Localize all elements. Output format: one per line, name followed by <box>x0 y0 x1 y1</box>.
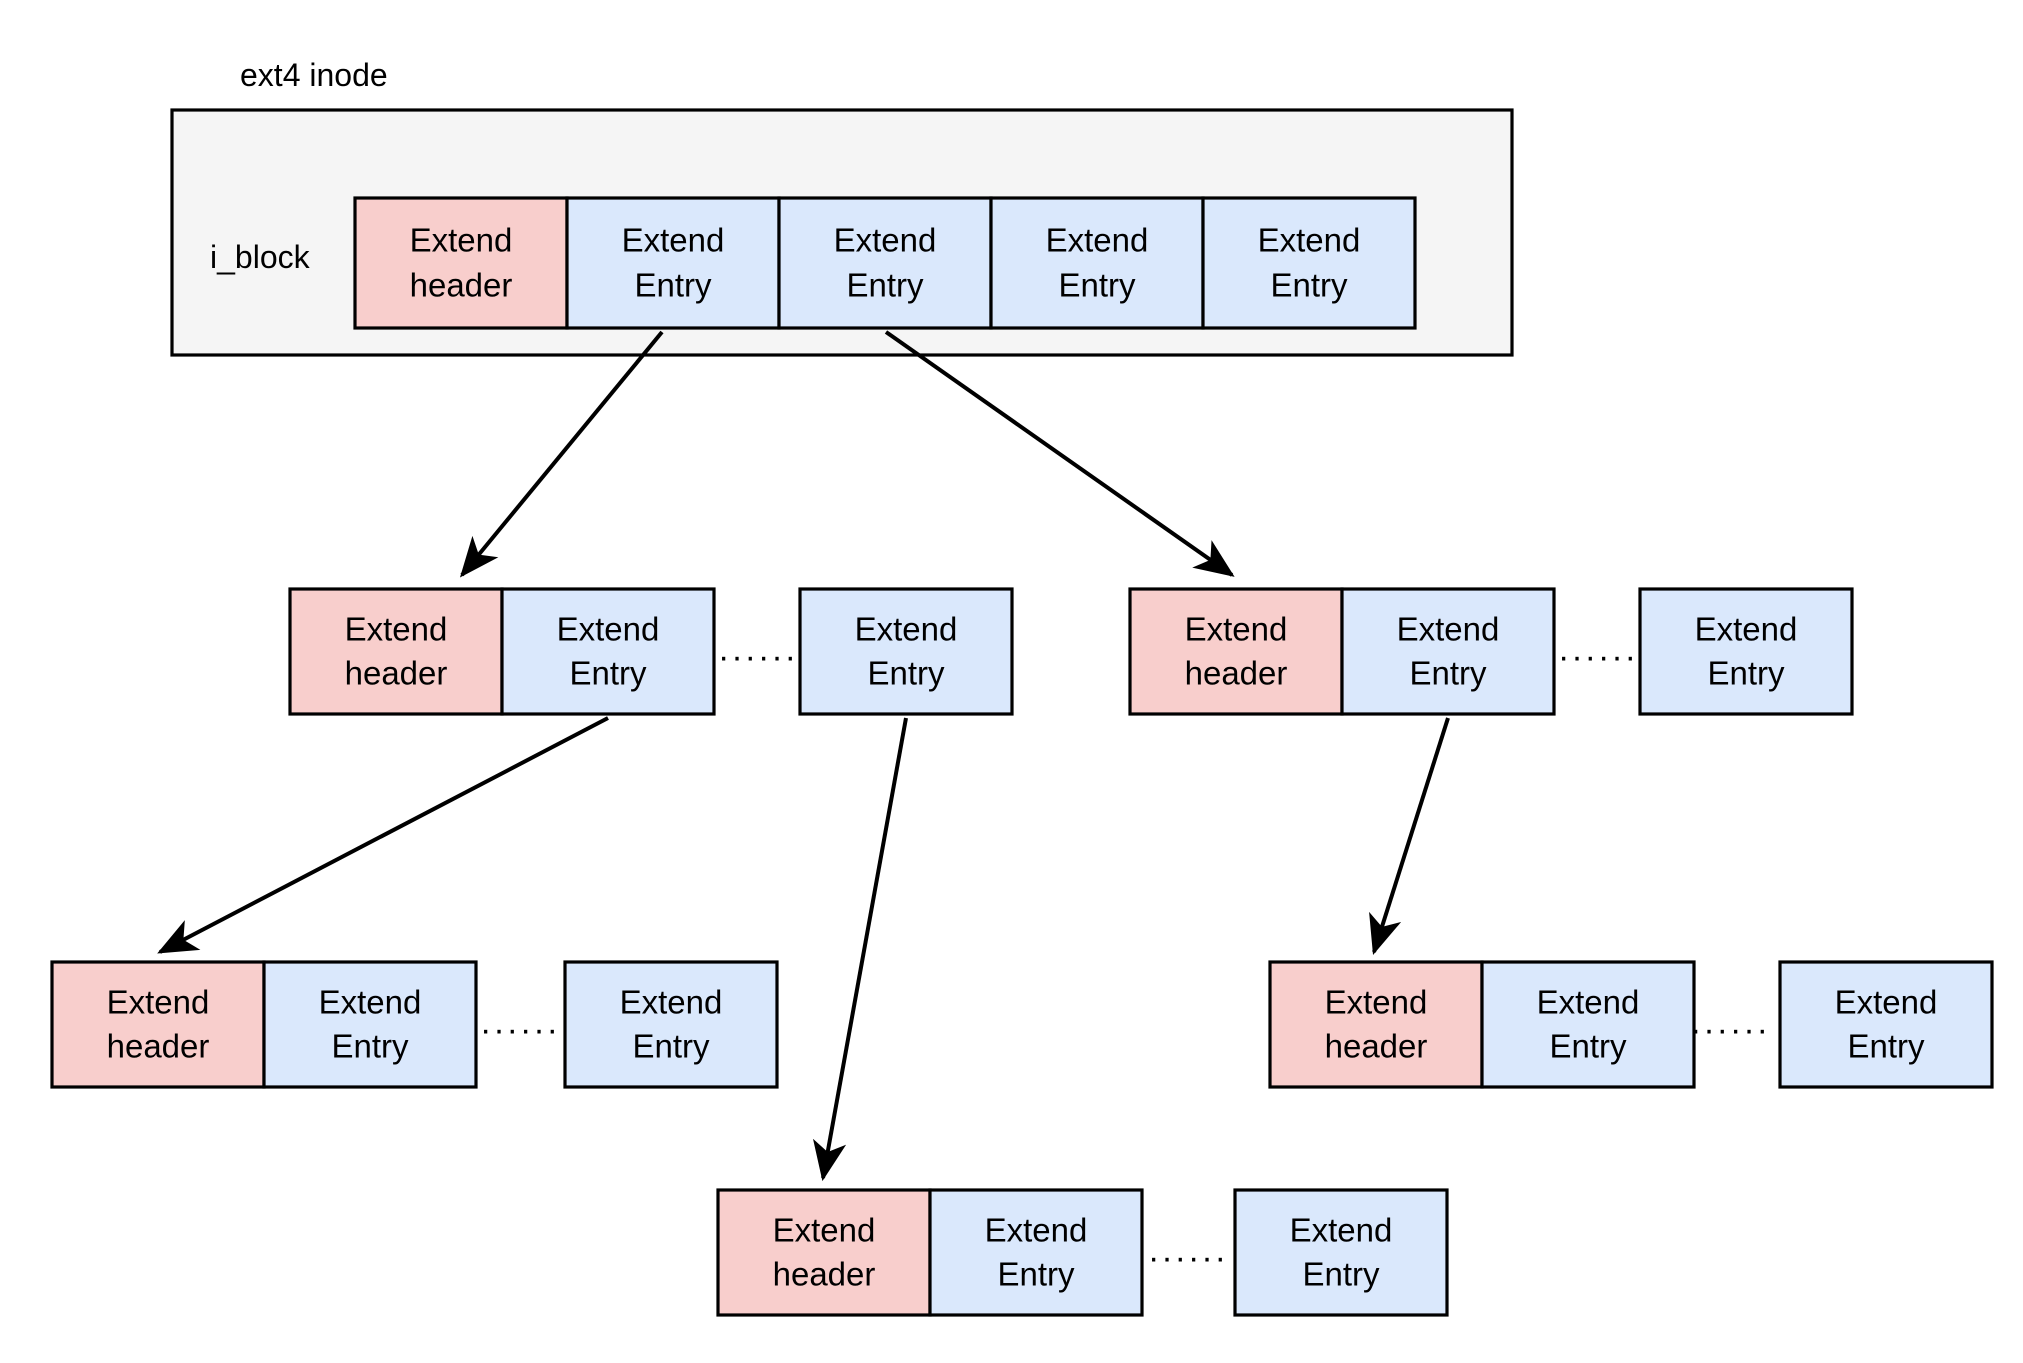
level3-group2-trailing-extend-entry[interactable]: Extend Entry <box>1778 960 1994 1089</box>
level2-group2-extend-header-line1: Extend <box>1185 611 1288 648</box>
level3-group2-trailing-extend-entry-rect[interactable] <box>1778 960 1994 1089</box>
level3-group1-extend-entry-line1: Extend <box>319 984 422 1021</box>
level2-group2-extend-header[interactable]: Extend header <box>1128 587 1344 716</box>
edge-inode-entry1-to-level2-group1 <box>459 330 664 578</box>
level3-group2-extend-header-rect[interactable] <box>1268 960 1484 1089</box>
level2-group2-extend-header-line2: header <box>1185 655 1288 692</box>
level4-group1-trailing-extend-entry-line2: Entry <box>1302 1256 1380 1293</box>
level4-group1-extend-header-line2: header <box>773 1256 876 1293</box>
level4-group1-extend-header[interactable]: Extend header <box>716 1188 932 1317</box>
level2-group2-extend-entry-line1: Extend <box>1397 611 1500 648</box>
level2-group2-trailing-extend-entry-line1: Extend <box>1695 611 1798 648</box>
inode-extend-entry-2-line1: Extend <box>834 222 937 259</box>
inode-extend-entry-3-line2: Entry <box>1058 267 1136 304</box>
level2-group1-extend-entry-line2: Entry <box>569 655 647 692</box>
level3-group2-extend-entry-line2: Entry <box>1549 1028 1627 1065</box>
level2-group2-extend-header-rect[interactable] <box>1128 587 1344 716</box>
level3-group2-extend-header[interactable]: Extend header <box>1268 960 1484 1089</box>
level2-group1-trailing-extend-entry-line1: Extend <box>855 611 958 648</box>
level2-group1-extend-header-rect[interactable] <box>288 587 504 716</box>
inode-extend-entry-1-rect[interactable] <box>565 196 781 330</box>
edge-level2-group1-tail-to-level4 <box>813 717 908 1182</box>
level3-group2-extend-entry-rect[interactable] <box>1480 960 1696 1089</box>
level2-group1-extend-header-line2: header <box>345 655 448 692</box>
level4-group1-extend-header-rect[interactable] <box>716 1188 932 1317</box>
inode-extend-header[interactable]: Extend header <box>353 196 569 330</box>
level2-group2-extend-entry-line2: Entry <box>1409 655 1487 692</box>
level3-group1-extend-entry-line2: Entry <box>331 1028 409 1065</box>
level4-group1-trailing-extend-entry[interactable]: Extend Entry <box>1233 1188 1449 1317</box>
level2-group2-trailing-extend-entry-line2: Entry <box>1707 655 1785 692</box>
inode-extend-entry-4-line2: Entry <box>1270 267 1348 304</box>
level3-group2-extend-entry[interactable]: Extend Entry <box>1480 960 1696 1089</box>
inode-extend-header-line2: header <box>410 267 513 304</box>
level3-group1-extend-header[interactable]: Extend header <box>50 960 266 1089</box>
level3-group2-trailing-extend-entry-line1: Extend <box>1835 984 1938 1021</box>
level4-group1-extend-entry-rect[interactable] <box>928 1188 1144 1317</box>
inode-extend-header-rect[interactable] <box>353 196 569 330</box>
level2-group2-trailing-extend-entry[interactable]: Extend Entry <box>1638 587 1854 716</box>
level4-group1-extend-header-line1: Extend <box>773 1212 876 1249</box>
inode-extend-entry-4-rect[interactable] <box>1201 196 1417 330</box>
level3-group1-trailing-extend-entry-rect[interactable] <box>563 960 779 1089</box>
level2-group1-extend-entry-line1: Extend <box>557 611 660 648</box>
level2-group1-trailing-extend-entry[interactable]: Extend Entry <box>798 587 1014 716</box>
level2-group1-trailing-extend-entry-line2: Entry <box>867 655 945 692</box>
inode-extend-entry-4-line1: Extend <box>1258 222 1361 259</box>
inode-title-label: ext4 inode <box>240 57 388 93</box>
level2-group1-ellipsis: ······ <box>718 638 798 676</box>
level3-group1-extend-header-line2: header <box>107 1028 210 1065</box>
inode-extend-entry-2[interactable]: Extend Entry <box>777 196 993 330</box>
level3-group1-trailing-extend-entry-line1: Extend <box>620 984 723 1021</box>
inode-extend-entry-1[interactable]: Extend Entry <box>565 196 781 330</box>
inode-extend-entry-4[interactable]: Extend Entry <box>1201 196 1417 330</box>
level2-group1-extend-header[interactable]: Extend header <box>288 587 504 716</box>
level2-group1-extend-entry-rect[interactable] <box>500 587 716 716</box>
level4-group1-ellipsis: ······ <box>1148 1239 1228 1277</box>
inode-extend-entry-1-line2: Entry <box>634 267 712 304</box>
level2-group2-extend-entry[interactable]: Extend Entry <box>1340 587 1556 716</box>
level3-group2-extend-entry-line1: Extend <box>1537 984 1640 1021</box>
level3-group1-extend-header-line1: Extend <box>107 984 210 1021</box>
level3-group1-extend-entry[interactable]: Extend Entry <box>262 960 478 1089</box>
inode-extend-entry-3[interactable]: Extend Entry <box>989 196 1205 330</box>
level3-group2-extend-header-line1: Extend <box>1325 984 1428 1021</box>
inode-extend-entry-2-line2: Entry <box>846 267 924 304</box>
level4-group1-extend-entry-line1: Extend <box>985 1212 1088 1249</box>
level4-group1-extend-entry-line2: Entry <box>997 1256 1075 1293</box>
level2-group1-extend-entry[interactable]: Extend Entry <box>500 587 716 716</box>
level2-group2-ellipsis: ······ <box>1558 638 1638 676</box>
level3-group2-ellipsis: ······ <box>1690 1011 1770 1049</box>
level3-group1-ellipsis: ······ <box>480 1011 560 1049</box>
level3-group1-trailing-extend-entry[interactable]: Extend Entry <box>563 960 779 1089</box>
level2-group2-trailing-extend-entry-rect[interactable] <box>1638 587 1854 716</box>
level3-group2-extend-header-line2: header <box>1325 1028 1428 1065</box>
level3-group1-trailing-extend-entry-line2: Entry <box>632 1028 710 1065</box>
level3-group2-trailing-extend-entry-line2: Entry <box>1847 1028 1925 1065</box>
inode-extend-entry-3-line1: Extend <box>1046 222 1149 259</box>
inode-extend-entry-3-rect[interactable] <box>989 196 1205 330</box>
edge-inode-entry2-to-level2-group2 <box>884 330 1235 577</box>
level3-group1-extend-entry-rect[interactable] <box>262 960 478 1089</box>
level2-group1-trailing-extend-entry-rect[interactable] <box>798 587 1014 716</box>
inode-extend-entry-1-line1: Extend <box>622 222 725 259</box>
inode-extend-entry-2-rect[interactable] <box>777 196 993 330</box>
level2-group1-extend-header-line1: Extend <box>345 611 448 648</box>
i-block-label: i_block <box>210 239 311 275</box>
level4-group1-trailing-extend-entry-rect[interactable] <box>1233 1188 1449 1317</box>
level4-group1-extend-entry[interactable]: Extend Entry <box>928 1188 1144 1317</box>
edge-level2-group1-to-level3-group1 <box>157 716 609 954</box>
level3-group1-extend-header-rect[interactable] <box>50 960 266 1089</box>
level4-group1-trailing-extend-entry-line1: Extend <box>1290 1212 1393 1249</box>
level2-group2-extend-entry-rect[interactable] <box>1340 587 1556 716</box>
inode-extend-header-line1: Extend <box>410 222 513 259</box>
edge-level2-group2-to-level3-group2 <box>1369 717 1450 956</box>
